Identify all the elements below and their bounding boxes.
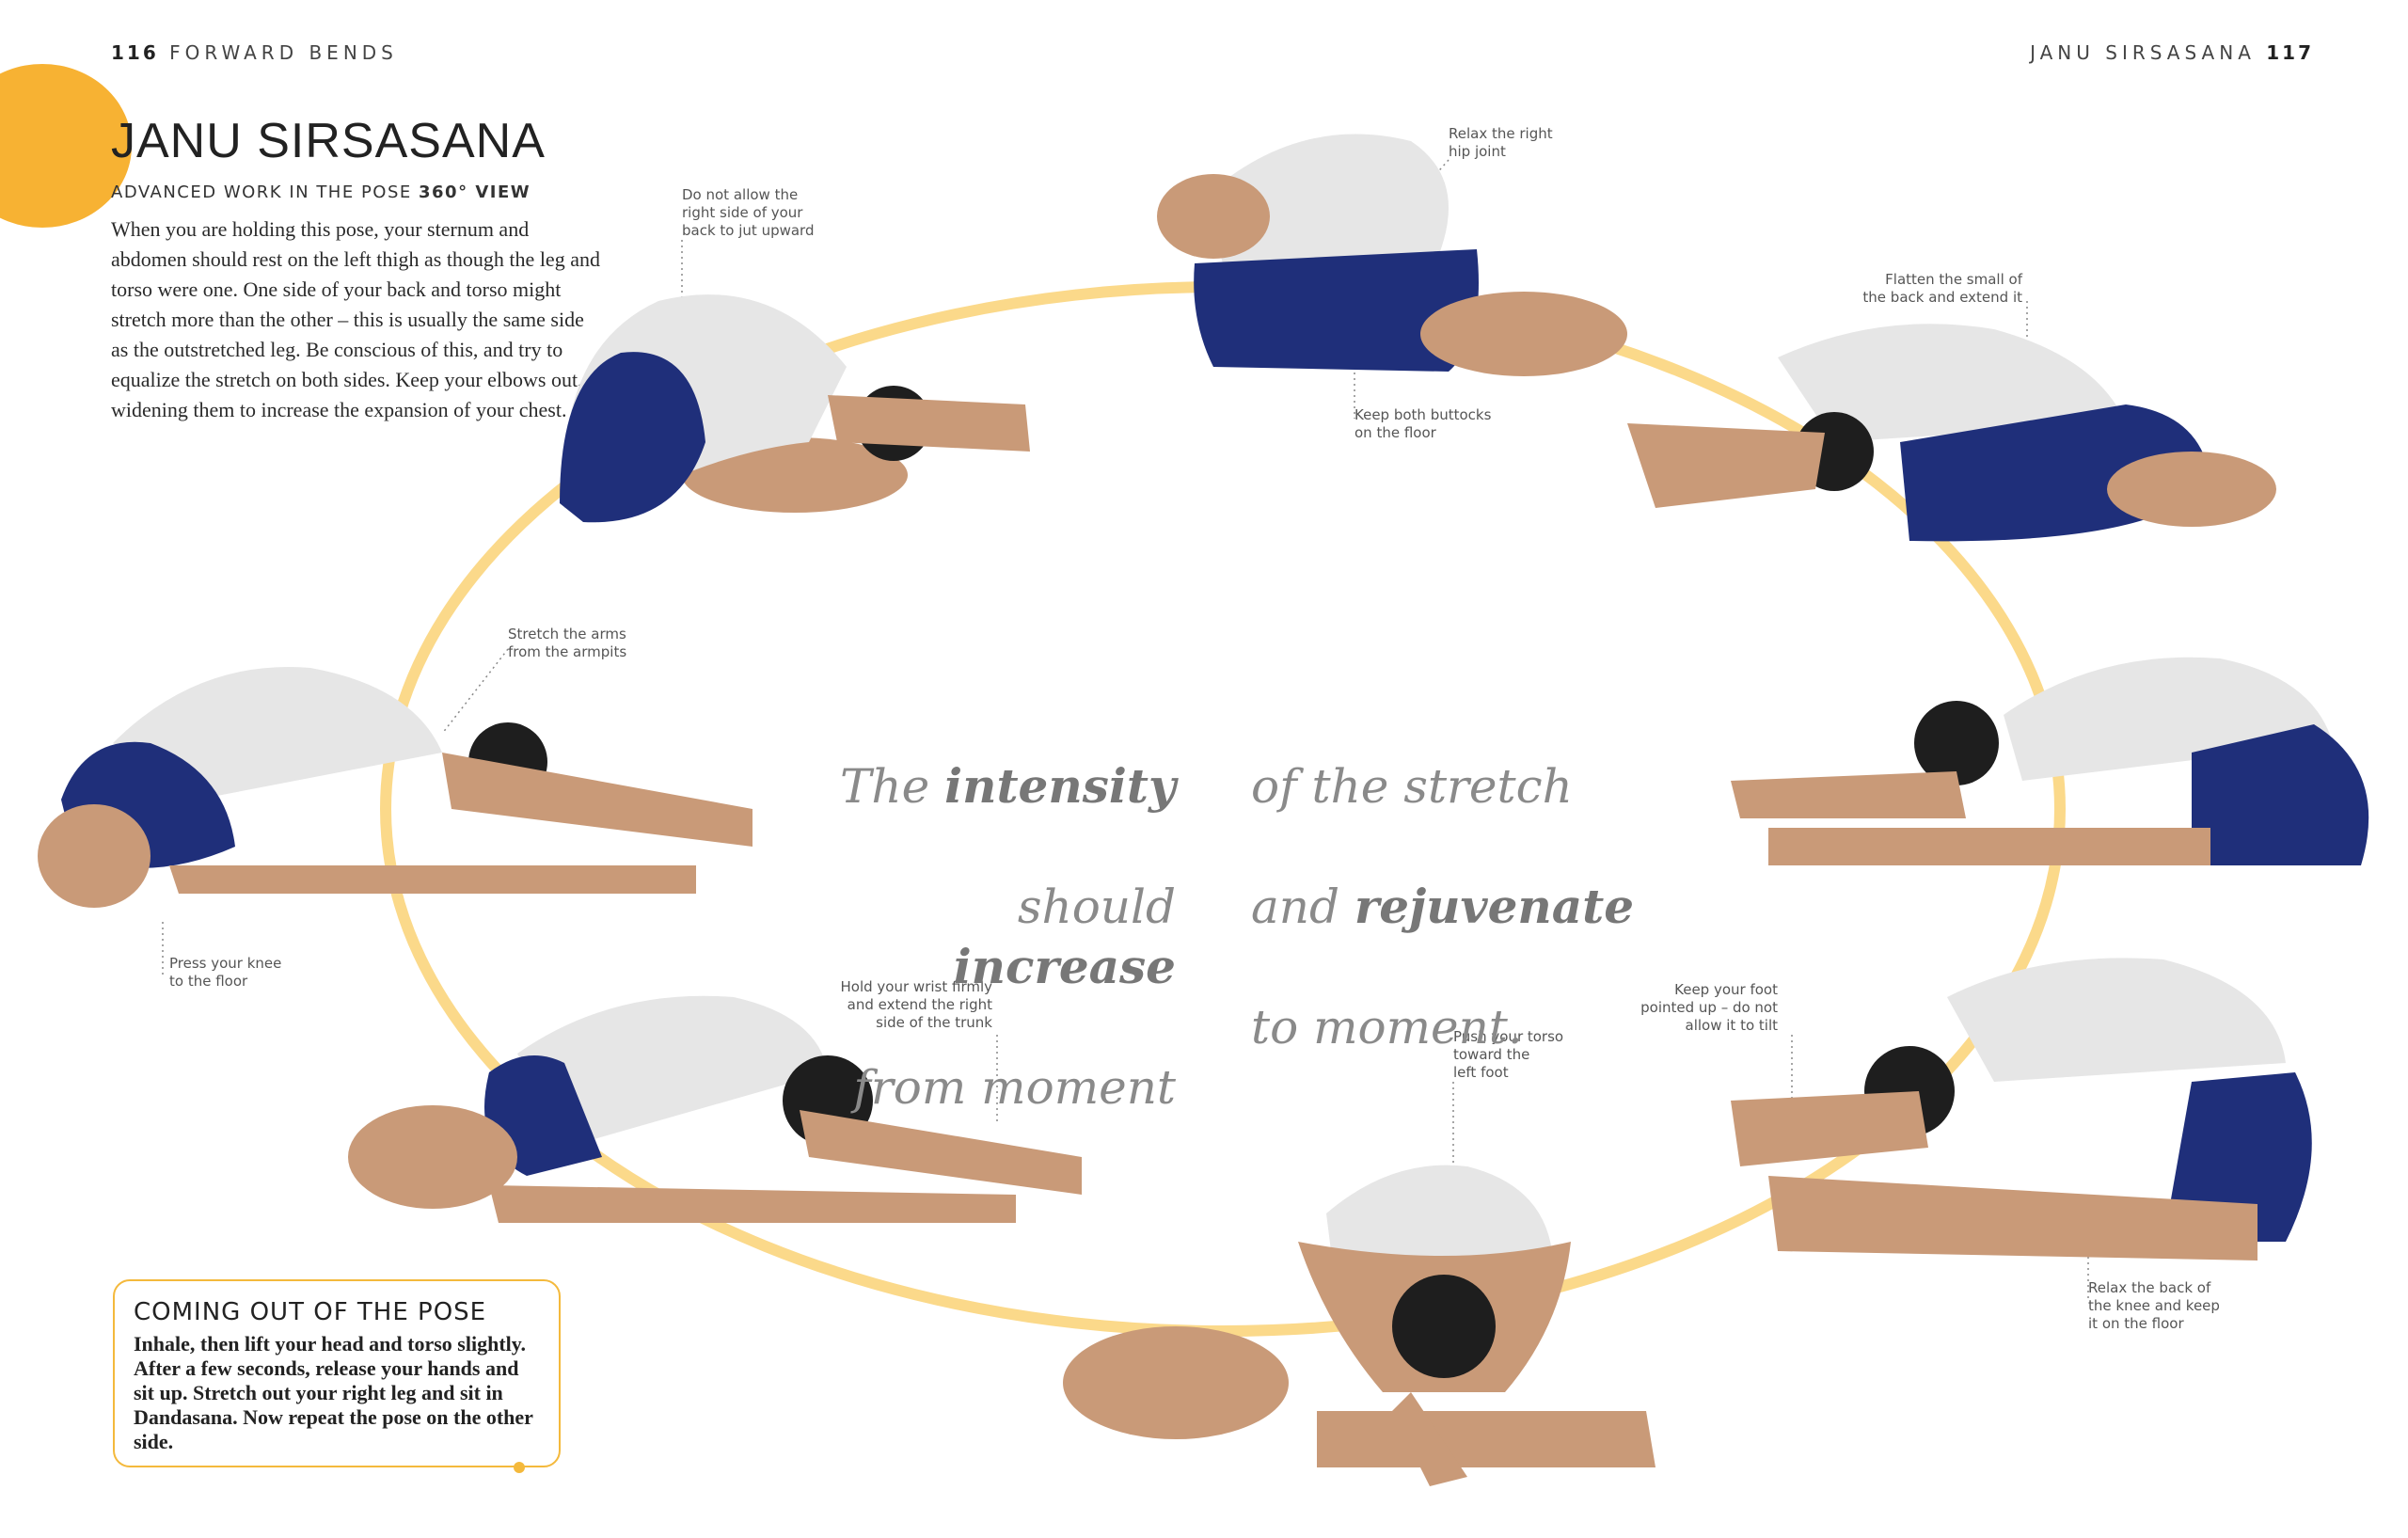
quote-right-line-3: to moment.: [1251, 1000, 1523, 1054]
left-page-number: 116: [111, 41, 159, 64]
coming-out-text: Inhale, then lift your head and torso sl…: [134, 1332, 533, 1453]
quote-right-line-1: of the stretch: [1251, 759, 1573, 814]
intro-paragraph: When you are holding this pose, your ste…: [111, 217, 600, 421]
pull-quote-left: The intensity should increase from momen…: [790, 696, 1176, 1178]
pose-figure-mid-right: [1731, 657, 2369, 865]
quote-left-1a: The: [840, 759, 945, 814]
note-foot-pointed: Keep your foot pointed up – do not allow…: [1640, 981, 1778, 1034]
page-title: JANU SIRSASANA: [111, 114, 546, 168]
note-relax-hip: Relax the right hip joint: [1449, 125, 1553, 160]
left-running-header: 116 FORWARD BENDS: [111, 41, 398, 64]
quote-right-2a: and: [1251, 880, 1354, 934]
quote-left-line-2: should increase: [790, 877, 1176, 997]
subtitle-main: ADVANCED WORK IN THE POSE: [111, 182, 412, 202]
quote-right-2b: rejuvenate: [1354, 879, 1635, 934]
note-relax-knee: Relax the back of the knee and keep it o…: [2088, 1279, 2220, 1332]
pose-figure-bottom-right: [1731, 958, 2312, 1261]
pose-figure-mid-left: [38, 667, 752, 908]
quote-left-2a: should: [1017, 880, 1176, 934]
leader-line-5: [441, 648, 509, 735]
coming-out-box: COMING OUT OF THE POSE Inhale, then lift…: [113, 1279, 561, 1473]
note-buttocks-floor: Keep both buttocks on the floor: [1354, 406, 1492, 441]
pull-quote-right: of the stretch and rejuvenate to moment.: [1251, 696, 1665, 1118]
quote-left-line-3: from moment: [853, 1060, 1176, 1115]
pose-figure-bottom-center: [1063, 1165, 1656, 1486]
subtitle-view: 360° VIEW: [419, 182, 531, 202]
right-running-header: JANU SIRSASANA 117: [2030, 41, 2314, 64]
quote-left-2b: increase: [953, 939, 1176, 994]
left-section-name: FORWARD BENDS: [169, 41, 398, 64]
note-hold-wrist: Hold your wrist firmly and extend the ri…: [840, 978, 992, 1031]
note-flatten-back: Flatten the small of the back and extend…: [1862, 271, 2022, 306]
note-back-upward: Do not allow the right side of your back…: [682, 186, 815, 239]
note-push-torso: Push your torso toward the left foot: [1453, 1028, 1564, 1081]
right-section-name: JANU SIRSASANA: [2030, 41, 2256, 64]
pose-figure-top-right: [1627, 324, 2276, 542]
pose-figure-top-left: [560, 294, 1030, 523]
quote-right-line-2: and rejuvenate: [1251, 877, 1665, 937]
box-accent-dot: [514, 1462, 525, 1473]
quote-left-1b: intensity: [944, 758, 1176, 814]
page-subtitle: ADVANCED WORK IN THE POSE 360° VIEW: [111, 182, 531, 202]
pose-figure-bottom-left: [348, 995, 1082, 1223]
coming-out-title: COMING OUT OF THE POSE: [134, 1298, 487, 1326]
note-press-knee: Press your knee to the floor: [169, 955, 282, 990]
quote-left-line-1: The intensity: [790, 756, 1176, 817]
pose-figure-top-center: [1157, 134, 1627, 376]
note-stretch-arms: Stretch the arms from the armpits: [508, 626, 627, 660]
right-page-number: 117: [2266, 41, 2314, 64]
